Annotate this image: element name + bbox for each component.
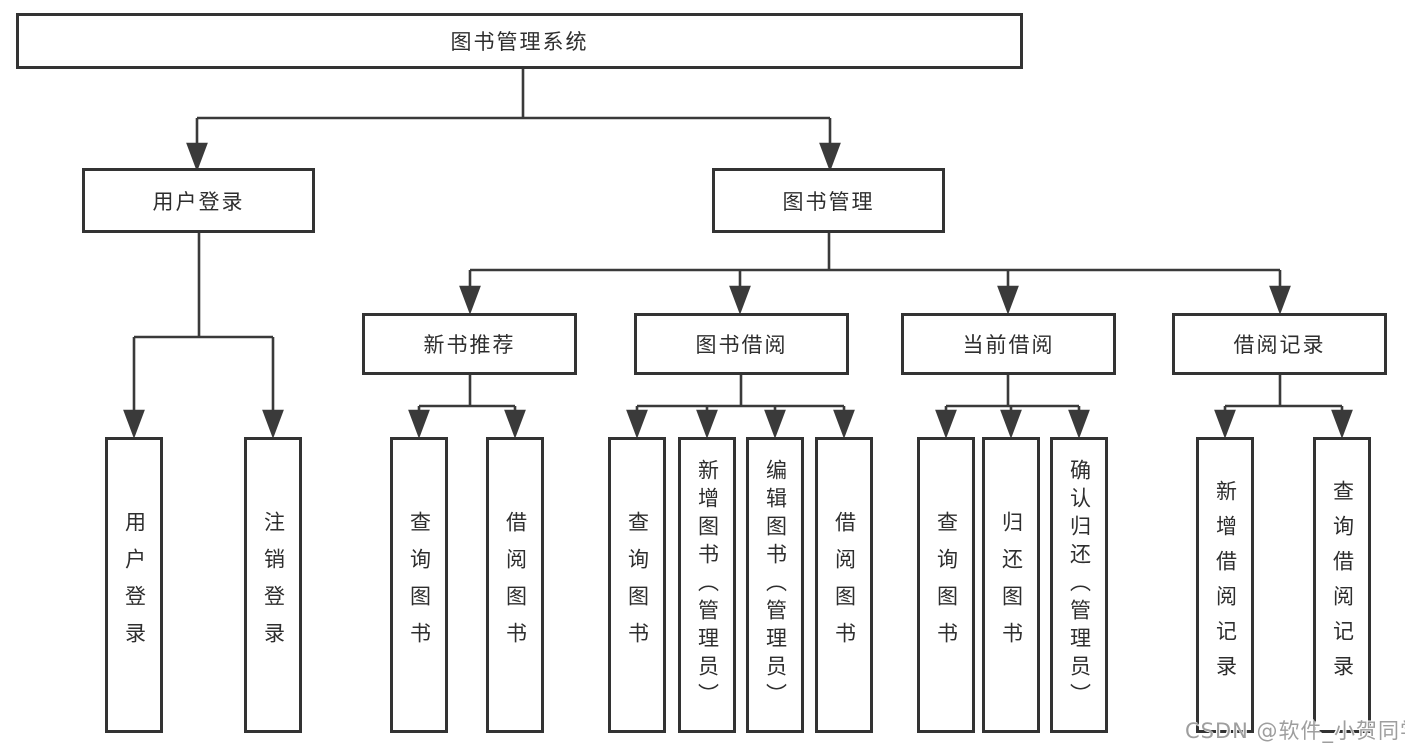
- arrowhead: [1214, 409, 1236, 439]
- arrowhead: [123, 409, 145, 439]
- node-book-management-label: 图书管理: [782, 189, 875, 214]
- node-root-label: 图书管理系统: [450, 30, 589, 54]
- connector-new-book-recommend: [408, 375, 526, 439]
- leaf-add-borrow-record-label: 新增借阅记录: [1213, 480, 1238, 690]
- leaf-query-books-recommend: 查询图书: [390, 437, 448, 733]
- connector-user-login: [123, 233, 284, 439]
- leaf-borrow-books-recommend: 借阅图书: [486, 437, 544, 733]
- leaf-logout-label: 注销登录: [261, 511, 286, 659]
- arrowhead: [819, 142, 841, 172]
- csdn-watermark: CSDN @软件_小贺同学: [1185, 719, 1405, 743]
- arrowhead: [186, 142, 208, 172]
- arrowhead: [504, 409, 526, 439]
- leaf-confirm-return-admin-label: 确认归还（管理员）: [1067, 459, 1092, 711]
- leaf-add-book-admin-label: 新增图书（管理员）: [695, 459, 720, 711]
- leaf-edit-book-admin: 编辑图书（管理员）: [746, 437, 804, 733]
- arrowhead: [1000, 409, 1022, 439]
- node-book-borrow: 图书借阅: [634, 313, 849, 375]
- leaf-add-borrow-record: 新增借阅记录: [1196, 437, 1254, 733]
- arrowhead: [1269, 285, 1291, 315]
- node-new-book-recommend: 新书推荐: [362, 313, 577, 375]
- leaf-user-login: 用户登录: [105, 437, 163, 733]
- arrowhead: [1331, 409, 1353, 439]
- arrowhead: [262, 409, 284, 439]
- leaf-query-books-current-label: 查询图书: [934, 511, 959, 659]
- leaf-query-books-current: 查询图书: [917, 437, 975, 733]
- leaf-return-book-label: 归还图书: [999, 511, 1024, 659]
- arrowhead: [408, 409, 430, 439]
- node-borrow-records: 借阅记录: [1172, 313, 1387, 375]
- connector-current-borrow: [935, 375, 1090, 439]
- arrowhead: [729, 285, 751, 315]
- leaf-query-books-recommend-label: 查询图书: [407, 511, 432, 659]
- leaf-query-books-borrow-label: 查询图书: [625, 511, 650, 659]
- arrowhead: [833, 409, 855, 439]
- arrowhead: [935, 409, 957, 439]
- connector-borrow-records: [1214, 375, 1353, 439]
- leaf-query-books-borrow: 查询图书: [608, 437, 666, 733]
- connector-root: [186, 68, 841, 172]
- leaf-logout: 注销登录: [244, 437, 302, 733]
- leaf-query-borrow-record-label: 查询借阅记录: [1330, 480, 1355, 690]
- node-new-book-recommend-label: 新书推荐: [423, 333, 516, 357]
- node-user-login-label: 用户登录: [152, 189, 245, 214]
- leaf-return-book: 归还图书: [982, 437, 1040, 733]
- node-user-login: 用户登录: [82, 168, 315, 233]
- leaf-confirm-return-admin: 确认归还（管理员）: [1050, 437, 1108, 733]
- leaf-edit-book-admin-label: 编辑图书（管理员）: [763, 459, 788, 711]
- leaf-user-login-label: 用户登录: [122, 511, 147, 659]
- connector-book-borrow: [626, 375, 855, 439]
- arrowhead: [626, 409, 648, 439]
- node-current-borrow: 当前借阅: [901, 313, 1116, 375]
- leaf-query-borrow-record: 查询借阅记录: [1313, 437, 1371, 733]
- leaf-borrow-books-label: 借阅图书: [832, 511, 857, 659]
- arrowhead: [1068, 409, 1090, 439]
- leaf-borrow-books: 借阅图书: [815, 437, 873, 733]
- node-book-borrow-label: 图书借阅: [695, 333, 788, 357]
- arrowhead: [764, 409, 786, 439]
- arrowhead: [696, 409, 718, 439]
- connector-book-management: [459, 233, 1291, 315]
- leaf-add-book-admin: 新增图书（管理员）: [678, 437, 736, 733]
- arrowhead: [459, 285, 481, 315]
- node-root: 图书管理系统: [16, 13, 1023, 69]
- node-book-management: 图书管理: [712, 168, 945, 233]
- node-borrow-records-label: 借阅记录: [1233, 333, 1326, 357]
- node-current-borrow-label: 当前借阅: [962, 333, 1055, 357]
- leaf-borrow-books-recommend-label: 借阅图书: [503, 511, 528, 659]
- arrowhead: [997, 285, 1019, 315]
